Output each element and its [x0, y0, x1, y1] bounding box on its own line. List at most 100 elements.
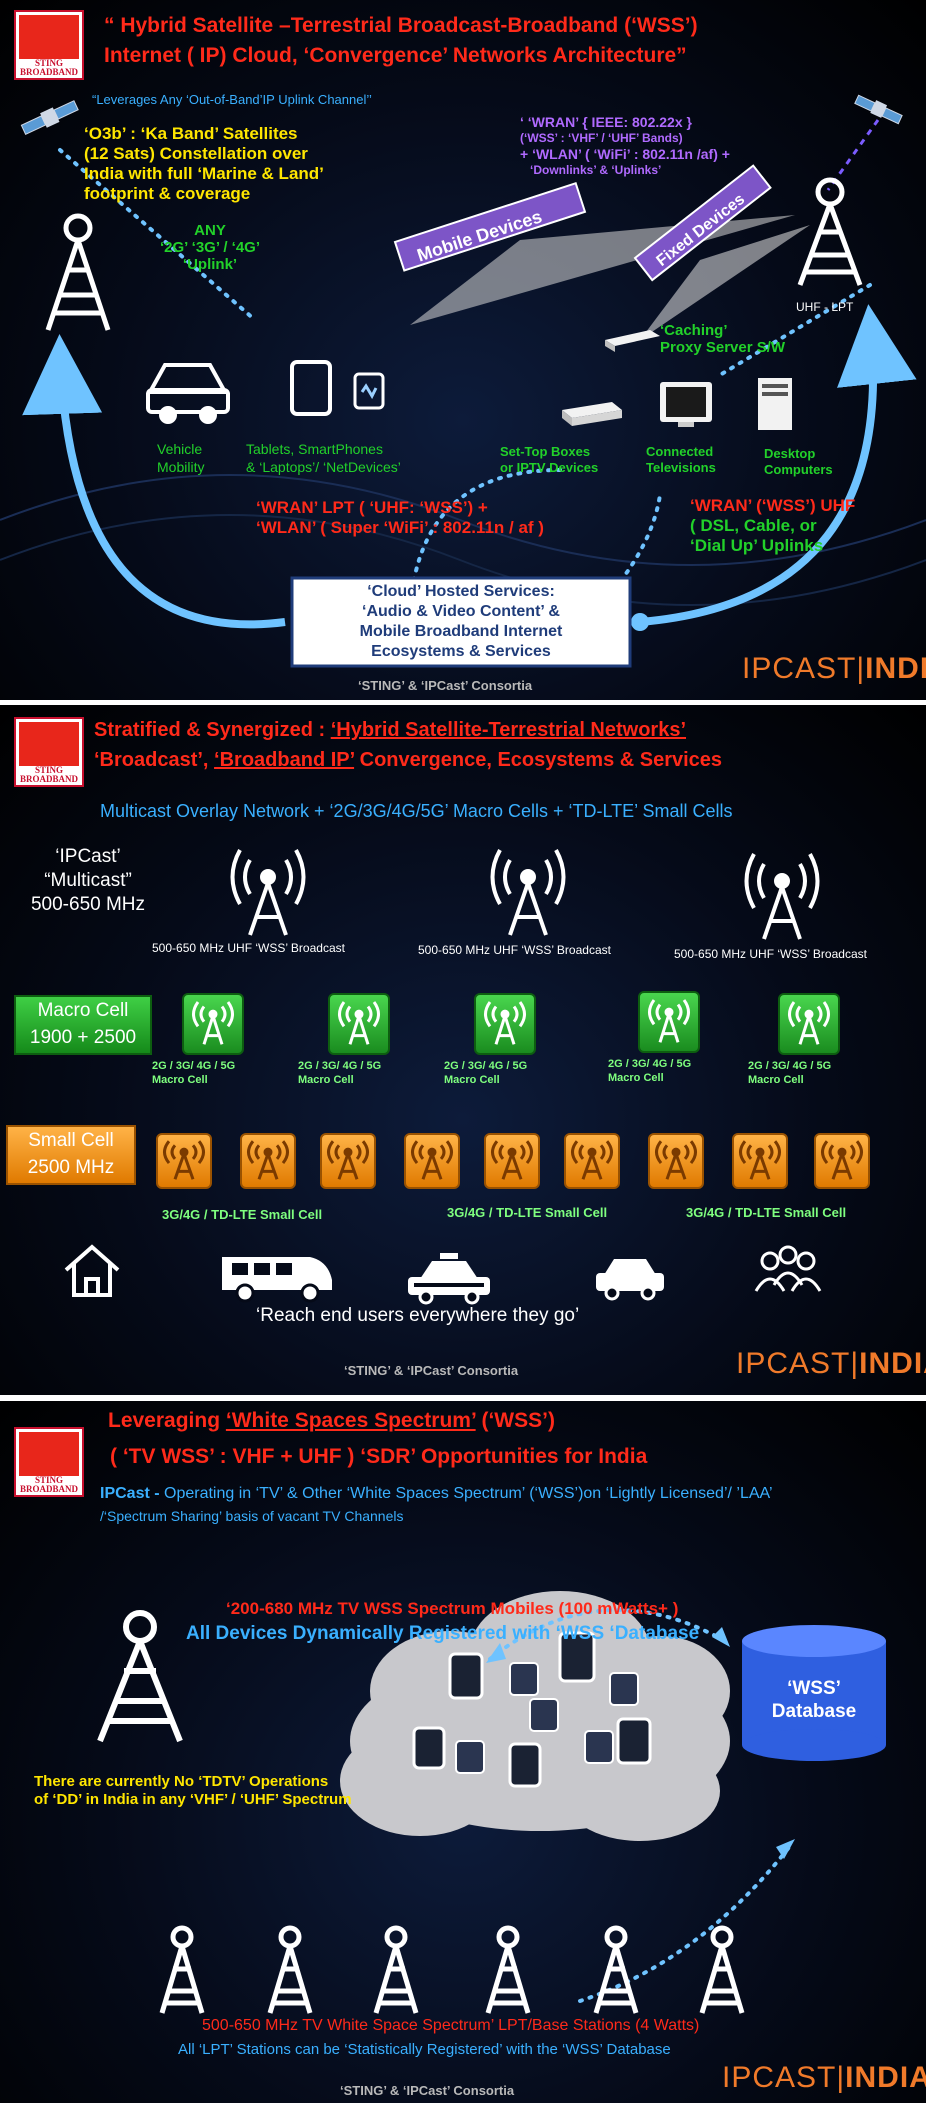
tower-icon — [97, 1610, 183, 1743]
settop-label: Set-Top Boxes or IPTV Devices — [500, 444, 599, 475]
ipcast-india-logo: IPCAST|INDIA — [736, 1347, 926, 1380]
ipcast-multicast-label: ‘IPCast’ “Multicast” 500-650 MHz — [30, 846, 146, 915]
panel2-graphics — [64, 849, 822, 1305]
small-cell-tile — [320, 1133, 376, 1189]
small-cell-tile — [732, 1133, 788, 1189]
ipcast-india-logo: IPCAST|INDIA — [742, 652, 926, 685]
tower-icon — [744, 853, 820, 940]
small-cell-tile — [648, 1133, 704, 1189]
title-line1: Stratified & Synergized : ‘Hybrid Satell… — [94, 719, 687, 741]
small-cell-tile — [156, 1133, 212, 1189]
tower-icon — [490, 849, 566, 936]
tablet-icon — [412, 1631, 652, 1788]
tablet-icon — [290, 360, 332, 416]
small-cell-label: 3G/4G / TD-LTE Small Cell — [447, 1205, 608, 1220]
small-cell-tile — [404, 1133, 460, 1189]
phone-icon — [353, 372, 385, 410]
stratified-networks-panel: STING BROADBAND Stratified & Synergized … — [0, 705, 926, 1395]
macro-cell-tile — [474, 993, 536, 1055]
tablets-label: Tablets, SmartPhones & ‘Laptops’/ ‘NetDe… — [246, 441, 401, 475]
satellite-icon — [854, 94, 903, 125]
car-icon — [146, 363, 230, 424]
wran-text: ‘ ‘WRAN’ { IEEE: 802.22x } (‘WSS’ : ‘VHF… — [520, 114, 730, 177]
title-line2: ( ‘TV WSS’ : VHF + UHF ) ‘SDR’ Opportuni… — [110, 1445, 648, 1468]
sting-logo: STING BROADBAND — [14, 717, 84, 787]
sting-logo: STING BROADBAND — [14, 1427, 84, 1497]
phone-icon — [455, 1662, 639, 1774]
vehicle-label: Vehicle Mobility — [157, 441, 205, 475]
o3b-text: ‘O3b’ : ‘Ka Band’ Satellites (12 Sats) C… — [84, 124, 324, 203]
small-cell-tile — [240, 1133, 296, 1189]
users-icon — [754, 1245, 822, 1292]
cloud-services-box — [290, 576, 632, 668]
lpt-text-2: All ‘LPT’ Stations can be ‘Statistically… — [178, 2041, 671, 2058]
tower-icon — [373, 1925, 419, 2014]
small-cell-tile — [564, 1133, 620, 1189]
ipcast-description: IPCast - Operating in ‘TV’ & Other ‘Whit… — [100, 1485, 773, 1524]
taxi-icon — [408, 1253, 490, 1305]
small-cell-label: 3G/4G / TD-LTE Small Cell — [686, 1205, 847, 1220]
panel3-graphics — [97, 1591, 886, 2003]
broadcast-label: 500-650 MHz UHF ‘WSS’ Broadcast — [418, 943, 611, 957]
title-line1: “ Hybrid Satellite –Terrestrial Broadcas… — [104, 14, 698, 37]
title-line1: Leveraging ‘White Spaces Spectrum’ (‘WSS… — [108, 1409, 555, 1432]
lpt-text-1: 500-650 MHz TV White Space Spectrum’ LPT… — [202, 2017, 700, 2034]
white-spaces-panel: STING BROADBAND Leveraging ‘White Spaces… — [0, 1401, 926, 2103]
consortia-label: ‘STING’ & ‘IPCast’ Consortia — [340, 2083, 515, 2098]
consortia-label: ‘STING’ & ‘IPCast’ Consortia — [358, 678, 533, 693]
satellite-icon — [20, 100, 79, 135]
wran-uhf-text: ‘WRAN’ (‘WSS’) UHF ( DSL, Cable, or ‘Dia… — [690, 496, 856, 555]
tower-icon — [797, 177, 863, 286]
macro-cell-tile — [182, 993, 244, 1055]
spectrum-text-1: ‘200-680 MHz TV WSS Spectrum Mobiles (10… — [226, 1599, 679, 1618]
tower-icon — [699, 1925, 745, 2014]
overlay-network-text: Multicast Overlay Network + ‘2G/3G/4G/5G… — [100, 801, 733, 821]
uhf-lpt-label: UHF - LPT — [796, 300, 854, 314]
van-icon — [222, 1257, 332, 1303]
wran-lpt-text: ‘WRAN’ LPT ( ‘UHF: ‘WSS’) + ‘WLAN’ ( Sup… — [256, 498, 544, 537]
tower-icon — [230, 849, 306, 936]
broadcast-label: 500-650 MHz UHF ‘WSS’ Broadcast — [674, 947, 867, 961]
panel1-graphics — [0, 94, 926, 668]
tdtv-note: There are currently No ‘TDTV’ Operations… — [34, 1773, 352, 1808]
car-icon — [596, 1259, 664, 1301]
macro-cell-button[interactable]: Macro Cell 1900 + 2500 — [14, 995, 152, 1055]
macro-cell-tile — [778, 993, 840, 1055]
settop-icon — [562, 402, 622, 426]
database-icon — [742, 1625, 886, 1761]
tower-icon — [159, 1925, 205, 2014]
ipcast-india-logo: IPCAST|INDIA — [722, 2061, 926, 2094]
reach-text: ‘Reach end users everywhere they go’ — [256, 1305, 580, 1326]
title-line2: ‘Broadcast’, ‘Broadband IP’ Convergence,… — [94, 749, 723, 771]
title-line2: Internet ( IP) Cloud, ‘Convergence’ Netw… — [104, 44, 687, 67]
desktop-label: Desktop Computers — [764, 446, 833, 477]
consortia-label: ‘STING’ & ‘IPCast’ Consortia — [344, 1363, 519, 1378]
any-uplink-text: ANY ‘2G’ ‘3G’ / ‘4G’ ‘Uplink’ — [159, 222, 261, 273]
tower-icon — [45, 213, 111, 331]
cloud-services-text: ‘Cloud’ Hosted Services: ‘Audio & Video … — [359, 583, 563, 660]
sting-logo: STING BROADBAND — [14, 10, 84, 80]
leverages-text: “Leverages Any ‘Out-of-Band’IP Uplink Ch… — [92, 92, 372, 107]
small-cell-button[interactable]: Small Cell 2500 MHz — [6, 1125, 136, 1185]
tower-icon — [593, 1925, 639, 2014]
architecture-panel: STING BROADBAND “ Hybrid Satellite –Terr… — [0, 0, 926, 700]
house-icon — [64, 1244, 120, 1297]
broadcast-label: 500-650 MHz UHF ‘WSS’ Broadcast — [152, 941, 345, 955]
server-icon — [605, 330, 660, 352]
desktop-icon — [758, 378, 792, 430]
tower-icon — [485, 1925, 531, 2014]
macro-cell-tile — [638, 991, 700, 1053]
tower-icon — [267, 1925, 313, 2014]
tv-icon — [660, 382, 712, 427]
small-cell-tile — [484, 1133, 540, 1189]
wss-database-label: ‘WSS’ Database — [771, 1678, 857, 1722]
spectrum-text-2: All Devices Dynamically Registered with … — [186, 1623, 700, 1644]
small-cell-label: 3G/4G / TD-LTE Small Cell — [162, 1207, 323, 1222]
macro-cell-tile — [328, 993, 390, 1055]
caching-text: ‘Caching’ Proxy Server S/W — [660, 322, 786, 356]
